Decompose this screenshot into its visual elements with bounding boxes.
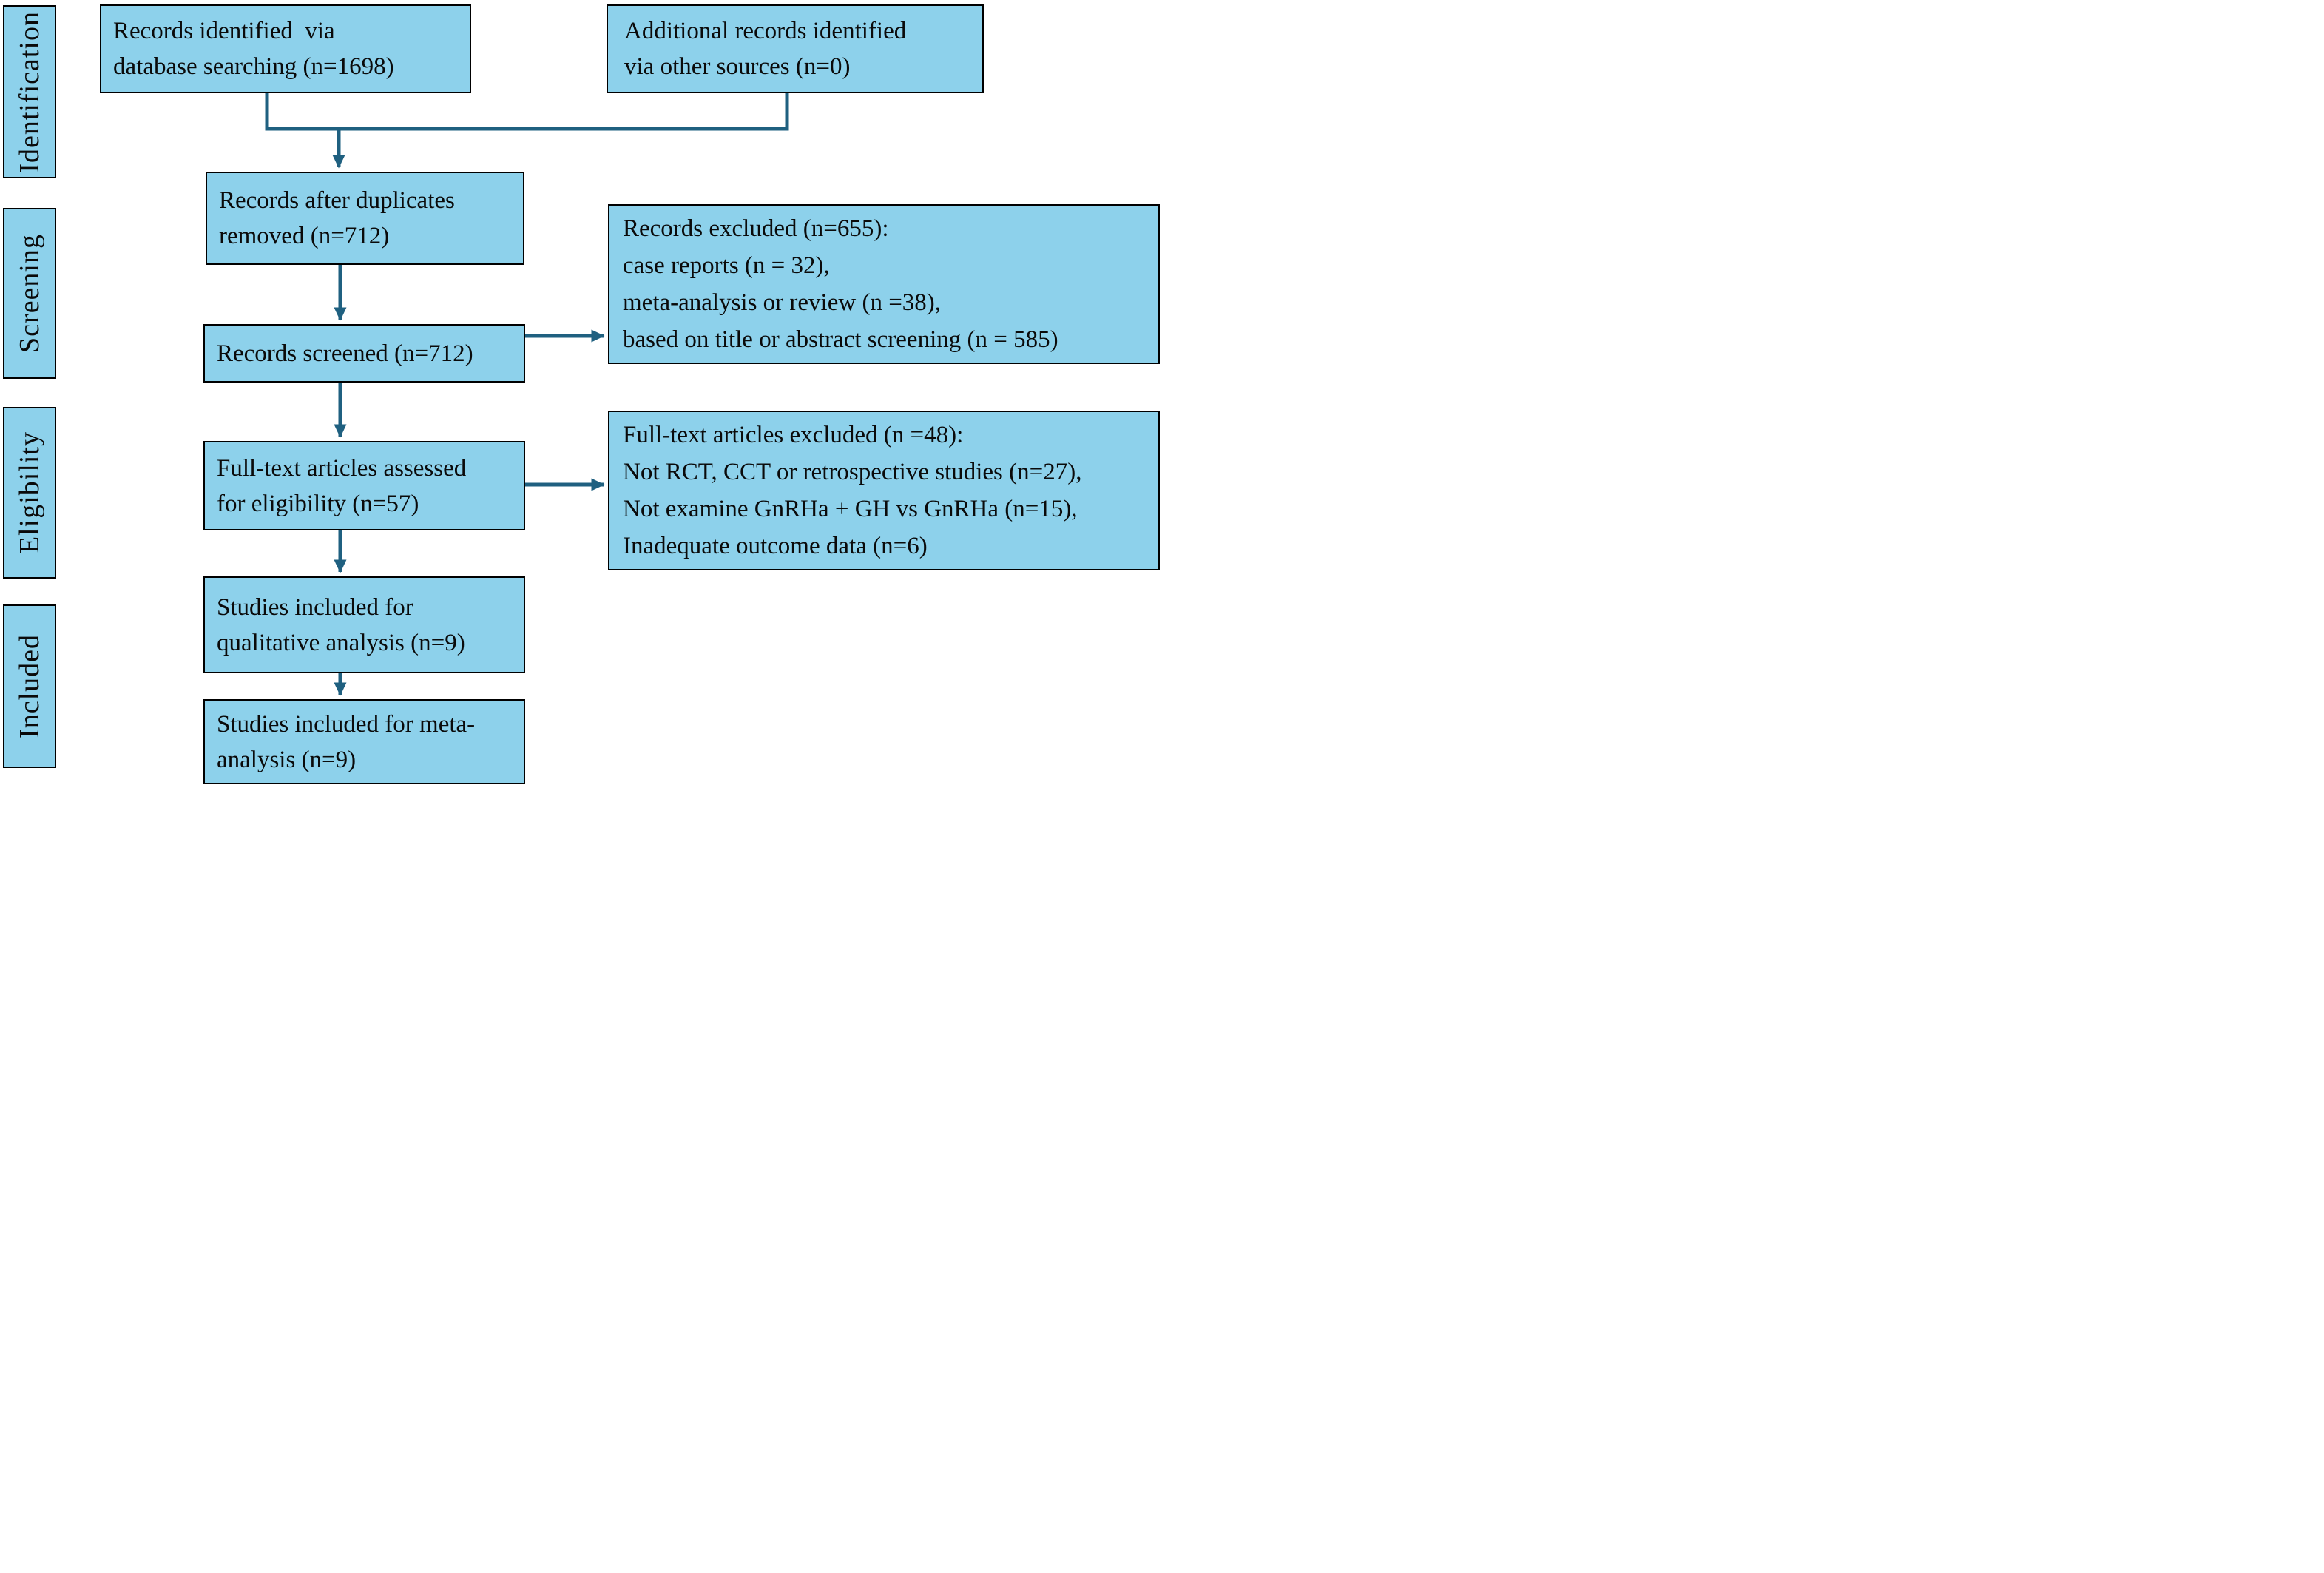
box-text-line: Full-text articles excluded (n =48):	[623, 422, 964, 448]
box-text-line: Additional records identified	[624, 18, 907, 44]
box-text-line: qualitative analysis (n=9)	[217, 629, 465, 656]
box-text-line: Studies included for	[217, 593, 413, 621]
box-text-line: based on title or abstract screening (n …	[623, 326, 1058, 353]
box-text-line: database searching (n=1698)	[113, 53, 394, 80]
box-text-line: Records excluded (n=655):	[623, 215, 889, 242]
prisma-flow-diagram: Identification Screening Eligibility Inc…	[0, 0, 1162, 786]
stage-eligibility-label: Eligibility	[14, 431, 45, 554]
box-meta-included: Studies included for meta-analysis (n=9)	[203, 699, 525, 784]
box-fulltext-assessed: Full-text articles assessed for eligibili…	[203, 441, 525, 530]
flow-connectors	[265, 93, 789, 696]
stage-screening: Screening	[3, 208, 56, 379]
box-text-line: case reports (n = 32),	[623, 252, 830, 279]
stage-identification-label: Identification	[14, 10, 45, 173]
box-text-line: Records identified via	[113, 18, 335, 44]
box-records-identified: Records identified via database searching…	[100, 4, 471, 93]
box-text-line: removed (n=712)	[219, 223, 390, 249]
box-text-line: Studies included for meta-	[217, 710, 476, 738]
box-text-line: for eligibility (n=57)	[217, 490, 419, 517]
box-additional-records: Additional records identified via other s…	[607, 4, 984, 93]
stage-eligibility: Eligibility	[3, 407, 56, 579]
box-text-line: Records after duplicates	[219, 187, 455, 214]
box-text-line: Full-text articles assessed	[217, 454, 467, 482]
box-text-line: Not RCT, CCT or retrospective studies (n…	[623, 459, 1082, 485]
stage-included: Included	[3, 604, 56, 768]
box-text-line: Records screened (n=712)	[217, 340, 473, 367]
connector-merge-top-boxes	[265, 93, 789, 131]
box-fulltext-excluded: Full-text articles excluded (n =48): Not …	[608, 411, 1160, 570]
box-text-line: Inadequate outcome data (n=6)	[623, 533, 928, 559]
box-text-line: analysis (n=9)	[217, 746, 357, 773]
box-records-excluded: Records excluded (n=655): case reports (n…	[608, 204, 1160, 364]
stage-identification: Identification	[3, 5, 56, 178]
box-text-line: meta-analysis or review (n =38),	[623, 289, 942, 316]
box-duplicates-removed: Records after duplicates removed (n=712)	[206, 172, 524, 265]
box-text-line: via other sources (n=0)	[624, 53, 851, 80]
stage-screening-label: Screening	[14, 234, 45, 353]
box-records-screened: Records screened (n=712)	[203, 324, 525, 383]
stage-included-label: Included	[14, 634, 45, 738]
box-text-line: Not examine GnRHa + GH vs GnRHa (n=15),	[623, 496, 1078, 522]
box-qualitative-included: Studies included for qualitative analysis…	[203, 576, 525, 673]
